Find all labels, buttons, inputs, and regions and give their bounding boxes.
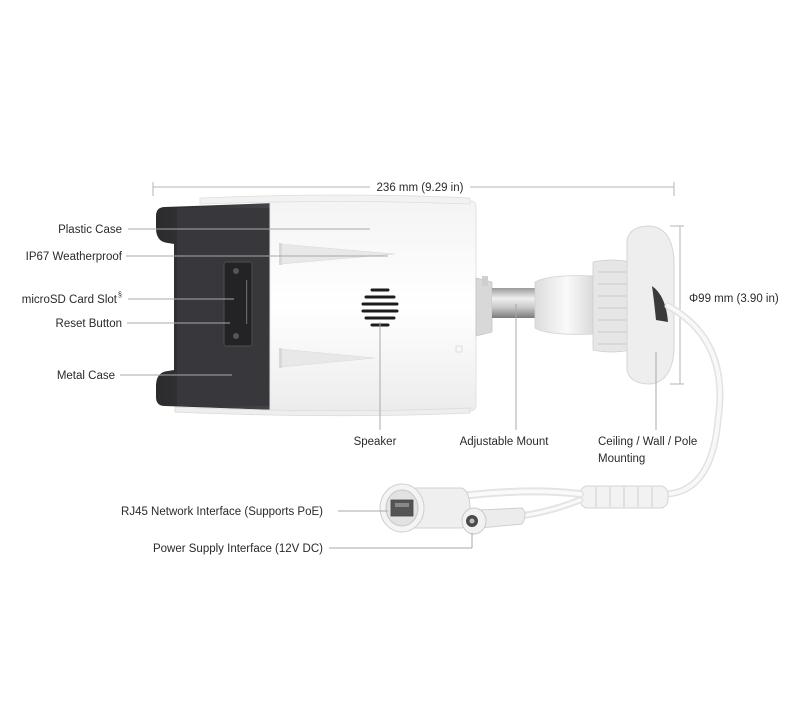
label-rj45: RJ45 Network Interface (Supports PoE) [121,506,323,518]
diameter-dimension: Φ99 mm (3.90 in) [670,225,779,385]
label-metal-case: Metal Case [57,370,115,382]
metal-case [156,203,275,410]
label-speaker: Speaker [354,436,397,448]
label-ceiling-mount-line1: Ceiling / Wall / Pole [598,436,697,448]
label-microsd-footnote: § [118,292,122,299]
label-power: Power Supply Interface (12V DC) [153,543,323,555]
label-ceiling-mount-line2: Mounting [598,453,645,465]
microsd-reset-cover [223,261,253,347]
leader-lines [120,228,657,549]
cable [458,302,724,520]
labels: Plastic Case IP67 Weatherproof microSD C… [22,224,698,555]
length-dimension-label: 236 mm (9.29 in) [377,182,464,194]
diameter-dimension-label: Φ99 mm (3.90 in) [689,293,779,305]
length-dimension: 236 mm (9.29 in) [152,182,675,196]
label-microsd: microSD Card Slot [22,294,118,306]
label-weatherproof: IP67 Weatherproof [26,251,123,263]
label-adjustable-mount: Adjustable Mount [460,436,550,448]
speaker-grille [361,288,399,327]
mounting-base [626,225,675,385]
plastic-case [174,194,477,417]
label-plastic-case: Plastic Case [58,224,122,236]
power-connector [461,507,526,535]
camera-body [156,194,477,417]
rj45-connector [379,483,471,533]
label-reset-button: Reset Button [56,318,122,330]
adjustable-mount [475,259,631,353]
